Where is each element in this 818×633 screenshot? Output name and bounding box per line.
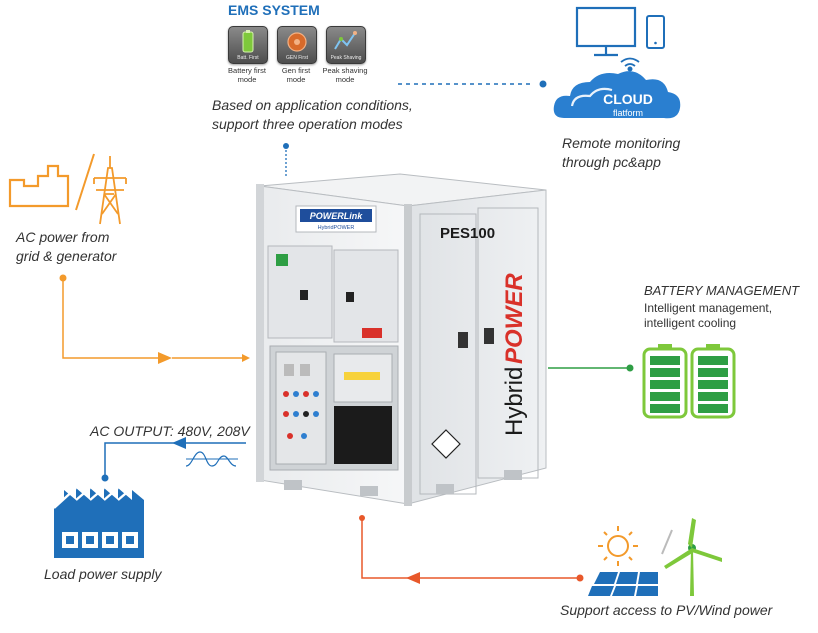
logo-sub-text: HybridPOWER bbox=[318, 225, 355, 231]
logo-text: POWERLink bbox=[310, 211, 363, 221]
cloud-sub: flatform bbox=[613, 108, 643, 118]
ac-input-connector bbox=[62, 278, 160, 359]
door-handle-icon bbox=[484, 328, 494, 344]
ems-connector-dot bbox=[283, 143, 289, 149]
battery-pack-icons bbox=[642, 344, 736, 419]
mode-button-label: Peak Shaving bbox=[330, 55, 362, 61]
mode-button-label: Batt. First bbox=[237, 55, 259, 61]
breaker-panel-icon bbox=[283, 364, 319, 439]
door-handle-icon bbox=[458, 332, 468, 348]
grid-generator-graphic bbox=[8, 153, 127, 225]
ac-output-connector bbox=[104, 442, 246, 478]
battery-management-desc: Intelligent management,intelligent cooli… bbox=[644, 301, 773, 330]
power-tower-icon bbox=[93, 156, 127, 225]
sun-icon bbox=[598, 526, 638, 566]
cloud-platform-graphic: CLOUD flatform bbox=[553, 6, 681, 119]
battery-management-title: BATTERY MANAGEMENT bbox=[644, 283, 800, 298]
peak-shaving-mode-button[interactable]: Peak Shaving bbox=[326, 26, 366, 64]
generator-icon bbox=[8, 164, 70, 208]
ventilation-grille bbox=[334, 406, 392, 464]
door-lock-icon bbox=[300, 290, 308, 300]
hazard-diamond-icon bbox=[431, 429, 461, 459]
pv-wind-graphic bbox=[588, 518, 722, 596]
monitor-icon bbox=[575, 6, 637, 57]
pv-label: Support access to PV/Wind power bbox=[560, 602, 773, 618]
cloud-word: CLOUD bbox=[603, 91, 653, 107]
pes100-container: POWERLink HybridPOWER PES100 Hybrid POWE… bbox=[256, 173, 547, 506]
battery-icon bbox=[242, 30, 254, 53]
battery-icon bbox=[690, 344, 736, 419]
side-brand-power: POWER bbox=[501, 273, 528, 364]
load-label: Load power supply bbox=[44, 566, 162, 582]
battery-first-mode-button[interactable]: Batt. First bbox=[228, 26, 268, 64]
battery-icon bbox=[642, 344, 688, 419]
peak-shaving-icon bbox=[334, 31, 357, 50]
mode-button-label: GEN First bbox=[286, 55, 308, 61]
cloud-connector-dot bbox=[539, 80, 547, 88]
qr-code-icon bbox=[276, 254, 288, 266]
ac-output-label: AC OUTPUT: 480V, 208V bbox=[90, 423, 250, 439]
door-lock-icon bbox=[346, 292, 354, 302]
sine-wave-icon bbox=[185, 451, 237, 467]
ems-description: Based on application conditions,support … bbox=[212, 97, 413, 132]
divider-slash bbox=[75, 153, 95, 211]
phone-icon bbox=[646, 15, 665, 49]
model-label: PES100 bbox=[440, 225, 495, 242]
factory-icon bbox=[53, 487, 144, 558]
solar-panel-icon bbox=[588, 572, 658, 596]
side-brand-hybrid: Hybrid bbox=[501, 367, 528, 436]
wind-turbine-icon bbox=[664, 518, 722, 596]
cloud-icon bbox=[553, 71, 681, 119]
gen-first-mode-button[interactable]: GEN First bbox=[277, 26, 317, 64]
ems-title: EMS SYSTEM bbox=[228, 2, 320, 18]
pv-connector bbox=[361, 518, 580, 579]
warning-label-icon bbox=[344, 372, 380, 380]
generator-icon bbox=[287, 32, 307, 52]
wifi-icon bbox=[620, 57, 640, 72]
